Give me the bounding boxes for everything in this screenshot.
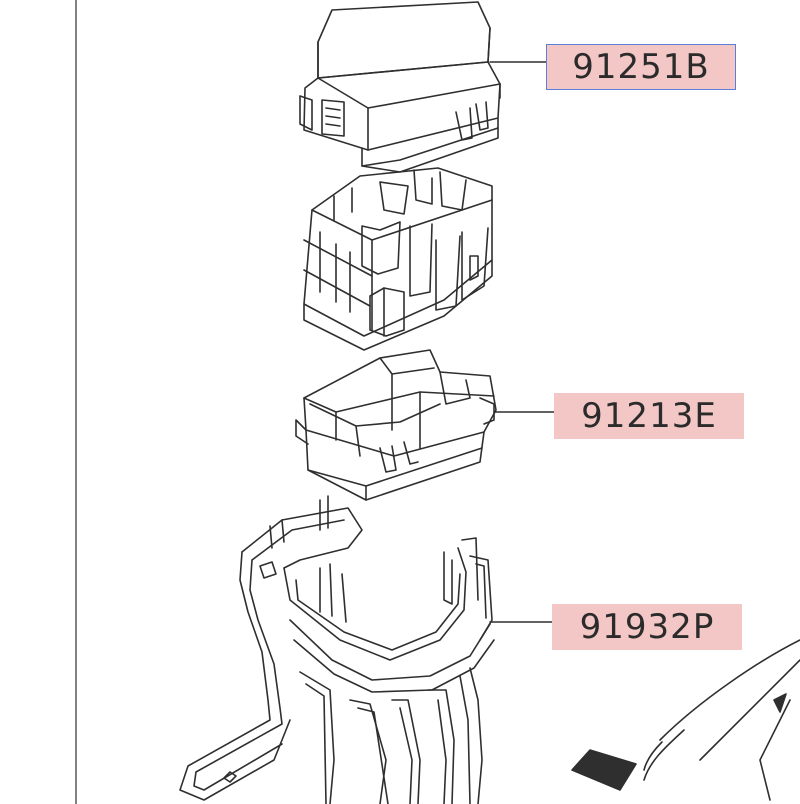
connector-cable — [571, 639, 800, 801]
leader-lines — [489, 61, 555, 623]
lower-case — [295, 349, 497, 501]
mounting-bracket — [179, 495, 495, 804]
part-number-label-91251B[interactable]: 91251B — [546, 44, 736, 90]
fuse-box-cover — [299, 1, 501, 173]
part-number-label-91213E[interactable]: 91213E — [554, 393, 744, 439]
part-number-label-91932P[interactable]: 91932P — [552, 604, 742, 650]
relay-block — [303, 167, 493, 351]
